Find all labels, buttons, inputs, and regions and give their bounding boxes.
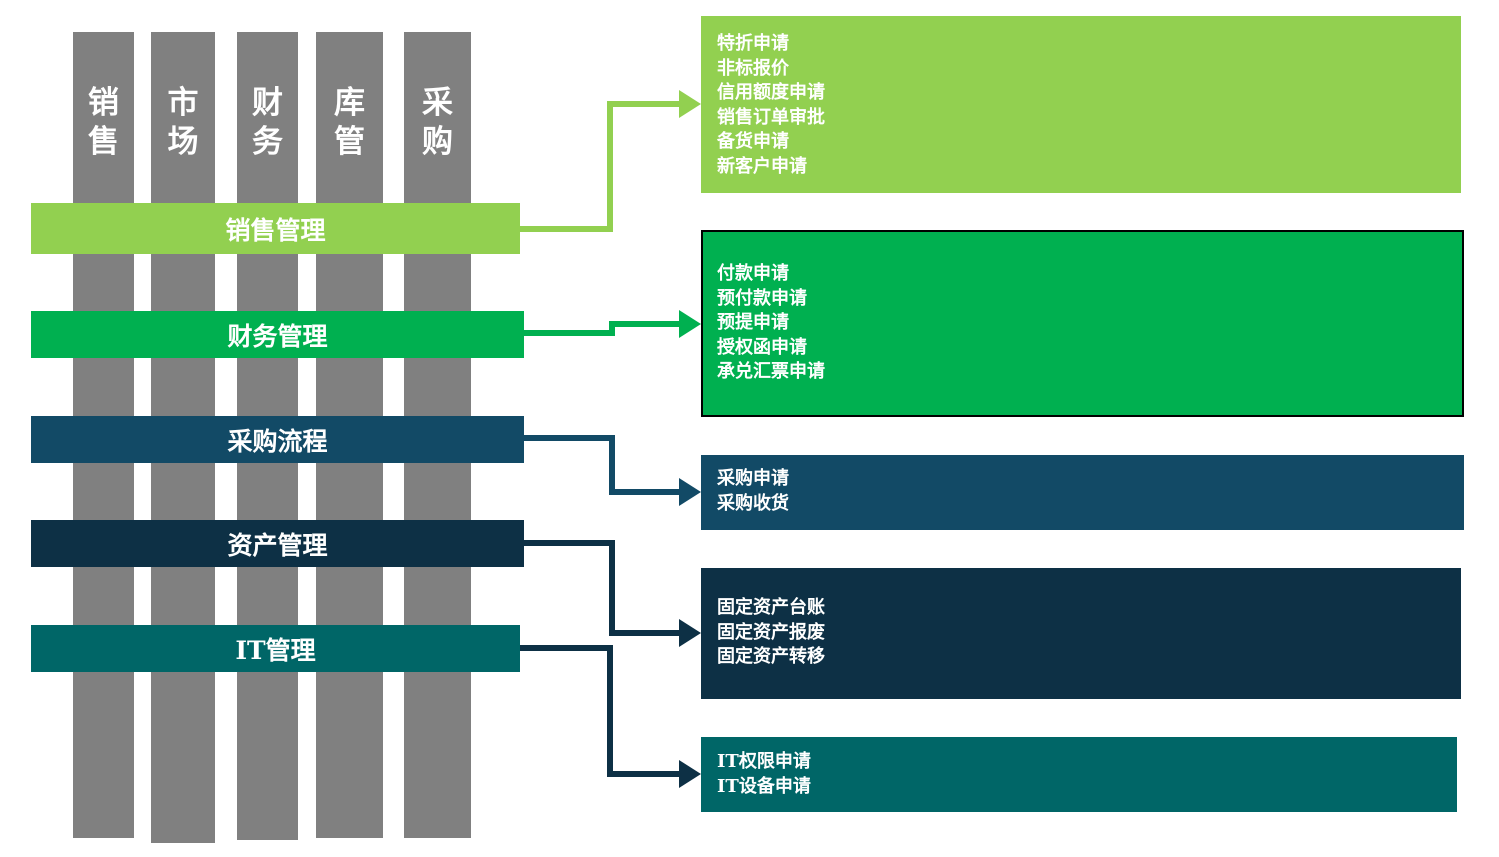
connector-finance — [524, 321, 688, 336]
list-item: 付款申请 — [717, 263, 789, 284]
department-label-market: 市 场 — [167, 85, 199, 160]
list-item: 信用额度申请 — [717, 82, 825, 103]
list-item: 特折申请 — [717, 33, 789, 54]
arrowhead-finance — [679, 310, 701, 338]
list-item: 销售订单审批 — [717, 106, 825, 128]
list-item: 非标报价 — [717, 57, 789, 79]
arrowhead-sales — [679, 90, 701, 118]
arrowhead-it — [679, 760, 701, 788]
box-asset-mgmt: 固定资产台账 固定资产报废 固定资产转移 — [701, 568, 1461, 699]
band-title: 采购流程 — [227, 426, 328, 456]
band-sales-mgmt[interactable]: 销售管理 — [31, 203, 520, 254]
department-label-procurement: 采 购 — [422, 85, 453, 160]
band-title: IT管理 — [235, 635, 316, 665]
list-item: 授权函申请 — [717, 336, 807, 358]
list-item: IT设备申请 — [717, 775, 811, 797]
box-purchase-flow: 采购申请 采购收货 — [701, 455, 1464, 530]
list-item: 固定资产报废 — [717, 621, 825, 643]
connector-it — [520, 645, 688, 777]
list-item: IT权限申请 — [717, 751, 811, 772]
arrowhead-assets — [679, 619, 701, 647]
band-it-mgmt[interactable]: IT管理 — [31, 625, 520, 672]
department-label-sales: 销 售 — [88, 85, 119, 160]
band-title: 资产管理 — [227, 530, 328, 560]
connector-assets — [524, 540, 688, 636]
connector-purchase — [524, 435, 688, 495]
band-purchase-flow[interactable]: 采购流程 — [31, 416, 524, 463]
band-title: 销售管理 — [225, 215, 326, 245]
department-label-warehouse: 库 管 — [334, 85, 365, 160]
list-item: 预提申请 — [717, 312, 789, 333]
list-item: 备货申请 — [717, 131, 789, 152]
list-item: 承兑汇票申请 — [717, 361, 825, 382]
list-item: 固定资产台账 — [717, 597, 825, 618]
list-item: 采购申请 — [717, 468, 789, 489]
list-item: 采购收货 — [717, 492, 789, 514]
band-finance-mgmt[interactable]: 财务管理 — [31, 311, 524, 358]
connector-sales — [520, 101, 688, 232]
box-finance-mgmt: 付款申请 预付款申请 预提申请 授权函申请 承兑汇票申请 — [701, 230, 1464, 417]
box-it-mgmt: IT权限申请 IT设备申请 — [701, 737, 1457, 812]
list-item: 固定资产转移 — [717, 646, 825, 667]
list-item: 新客户申请 — [717, 155, 807, 177]
band-asset-mgmt[interactable]: 资产管理 — [31, 520, 524, 567]
band-title: 财务管理 — [227, 321, 328, 351]
list-item: 预付款申请 — [717, 287, 807, 309]
department-label-finance: 财 务 — [252, 85, 283, 160]
arrowhead-purchase — [679, 478, 701, 506]
box-sales-mgmt: 特折申请 非标报价 信用额度申请 销售订单审批 备货申请 新客户申请 — [701, 16, 1461, 193]
